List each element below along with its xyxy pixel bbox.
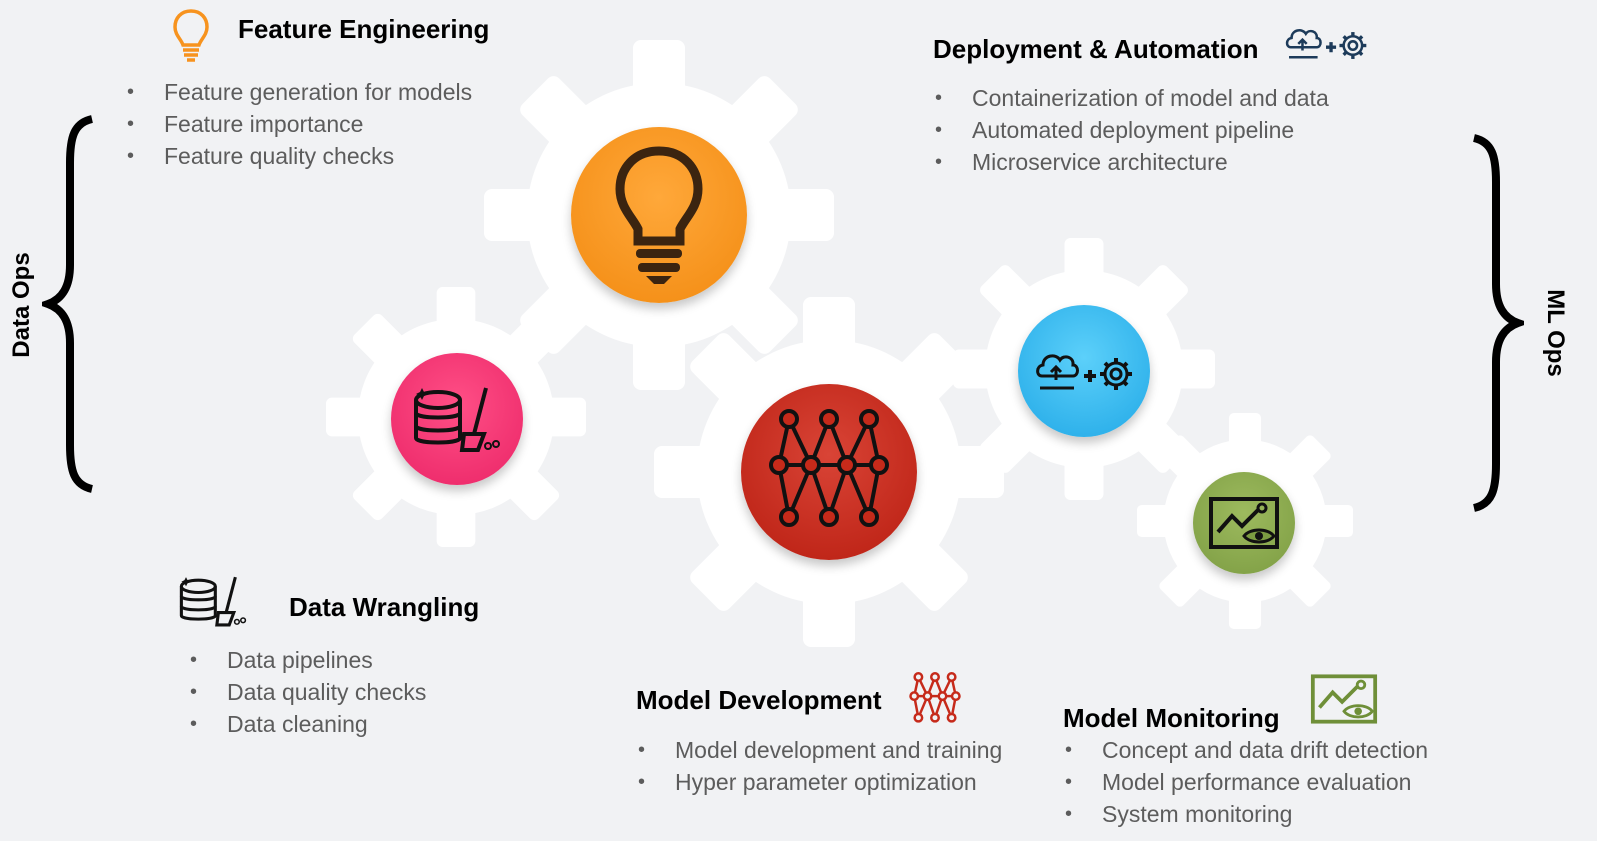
cloud-plus-gear-icon — [1285, 29, 1367, 59]
list-item: Feature generation for models — [124, 76, 472, 108]
list-item: Concept and data drift detection — [1062, 734, 1428, 766]
ml-ops-label: ML Ops — [1542, 289, 1569, 377]
lightbulb-icon — [173, 9, 209, 62]
database-broom-icon — [179, 576, 247, 627]
right-brace — [1472, 134, 1524, 512]
neural-network-icon — [769, 409, 889, 527]
deployment-automation-list: Containerization of model and data Autom… — [932, 82, 1329, 178]
model-development-circle — [741, 384, 917, 560]
feature-engineering-circle — [571, 127, 747, 303]
left-brace — [42, 115, 94, 493]
neural-network-icon — [909, 672, 961, 723]
deployment-circle — [1018, 305, 1150, 437]
model-development-title: Model Development — [636, 685, 882, 715]
database-broom-icon — [414, 387, 500, 452]
list-item: Automated deployment pipeline — [932, 114, 1329, 146]
list-item: Feature importance — [124, 108, 472, 140]
model-monitoring-circle — [1193, 472, 1295, 574]
list-item: Model development and training — [635, 734, 1002, 766]
deployment-automation-title: Deployment & Automation — [933, 34, 1259, 64]
feature-engineering-title: Feature Engineering — [238, 14, 490, 44]
list-item: System monitoring — [1062, 798, 1428, 830]
list-item: Data quality checks — [187, 676, 426, 708]
data-wrangling-title: Data Wrangling — [289, 592, 480, 622]
list-item: Hyper parameter optimization — [635, 766, 1002, 798]
chart-eye-icon — [1310, 674, 1378, 724]
model-monitoring-title: Model Monitoring — [1063, 703, 1280, 733]
list-item: Model performance evaluation — [1062, 766, 1428, 798]
list-item: Microservice architecture — [932, 146, 1329, 178]
list-item: Feature quality checks — [124, 140, 472, 172]
data-wrangling-circle — [391, 353, 523, 485]
list-item: Data pipelines — [187, 644, 426, 676]
lightbulb-icon — [615, 146, 703, 284]
cloud-plus-gear-icon — [1036, 354, 1132, 390]
model-development-list: Model development and training Hyper par… — [635, 734, 1002, 798]
chart-eye-icon — [1209, 497, 1279, 549]
data-wrangling-list: Data pipelines Data quality checks Data … — [187, 644, 426, 740]
feature-engineering-list: Feature generation for models Feature im… — [124, 76, 472, 172]
data-ops-label: Data Ops — [8, 252, 35, 358]
model-monitoring-list: Concept and data drift detection Model p… — [1062, 734, 1428, 830]
list-item: Containerization of model and data — [932, 82, 1329, 114]
list-item: Data cleaning — [187, 708, 426, 740]
